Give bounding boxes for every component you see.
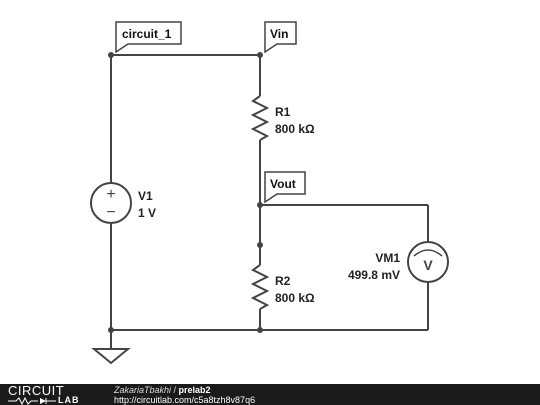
r2-name: R2: [275, 274, 291, 288]
resistor-r1-symbol: [250, 95, 270, 141]
vm1-name: VM1: [375, 251, 400, 265]
ground-icon: [91, 348, 131, 365]
logo-wire-icon: [8, 397, 56, 405]
footer-author-line: ZakariaTbakhi / prelab2: [114, 385, 255, 395]
circuitlab-logo: CIRCUIT LAB: [8, 383, 100, 405]
r1-name: R1: [275, 105, 291, 119]
net-tag-vout: Vout: [264, 171, 306, 204]
net-tag-vin-label: Vin: [270, 27, 288, 41]
source-minus-sign: −: [106, 204, 115, 221]
r2-value: 800 kΩ: [275, 291, 315, 305]
junction-dot: [257, 202, 263, 208]
junction-dot: [257, 52, 263, 58]
footer-info: ZakariaTbakhi / prelab2 http://circuitla…: [114, 385, 255, 405]
net-tag-circuit1: circuit_1: [115, 21, 182, 54]
junction-dot: [108, 327, 114, 333]
footer-bar: CIRCUIT LAB ZakariaTbakhi / prelab2 http…: [0, 384, 540, 405]
net-tag-vout-label: Vout: [270, 177, 296, 191]
net-tag-vin: Vin: [264, 21, 297, 54]
voltmeter-symbol: V: [423, 257, 433, 273]
v1-name: V1: [138, 189, 153, 203]
voltmeter-vm1: V: [407, 241, 449, 283]
v1-value: 1 V: [138, 206, 156, 220]
voltmeter-scale-arc: [413, 249, 443, 257]
circuit-title[interactable]: prelab2: [178, 385, 211, 395]
footer-separator: /: [171, 385, 179, 395]
voltage-source-v1: + −: [90, 182, 132, 224]
junction-dot: [108, 52, 114, 58]
junction-dot: [257, 242, 263, 248]
junction-dot: [257, 327, 263, 333]
vm1-reading: 499.8 mV: [348, 268, 400, 282]
circuit-url-link[interactable]: http://circuitlab.com/c5a8tzh8v87q6: [114, 395, 256, 405]
circuit-schematic: + − V circuit_1 Vin Vout R1 800 kΩ R2 80…: [90, 21, 449, 365]
r1-value: 800 kΩ: [275, 122, 315, 136]
author-name[interactable]: ZakariaTbakhi: [114, 385, 172, 395]
source-plus-sign: +: [106, 186, 115, 203]
logo-circuit-text: CIRCUIT: [8, 383, 65, 398]
logo-lab-text: LAB: [58, 395, 80, 405]
resistor-r2-symbol: [250, 264, 270, 310]
net-tag-circuit1-label: circuit_1: [122, 27, 172, 41]
